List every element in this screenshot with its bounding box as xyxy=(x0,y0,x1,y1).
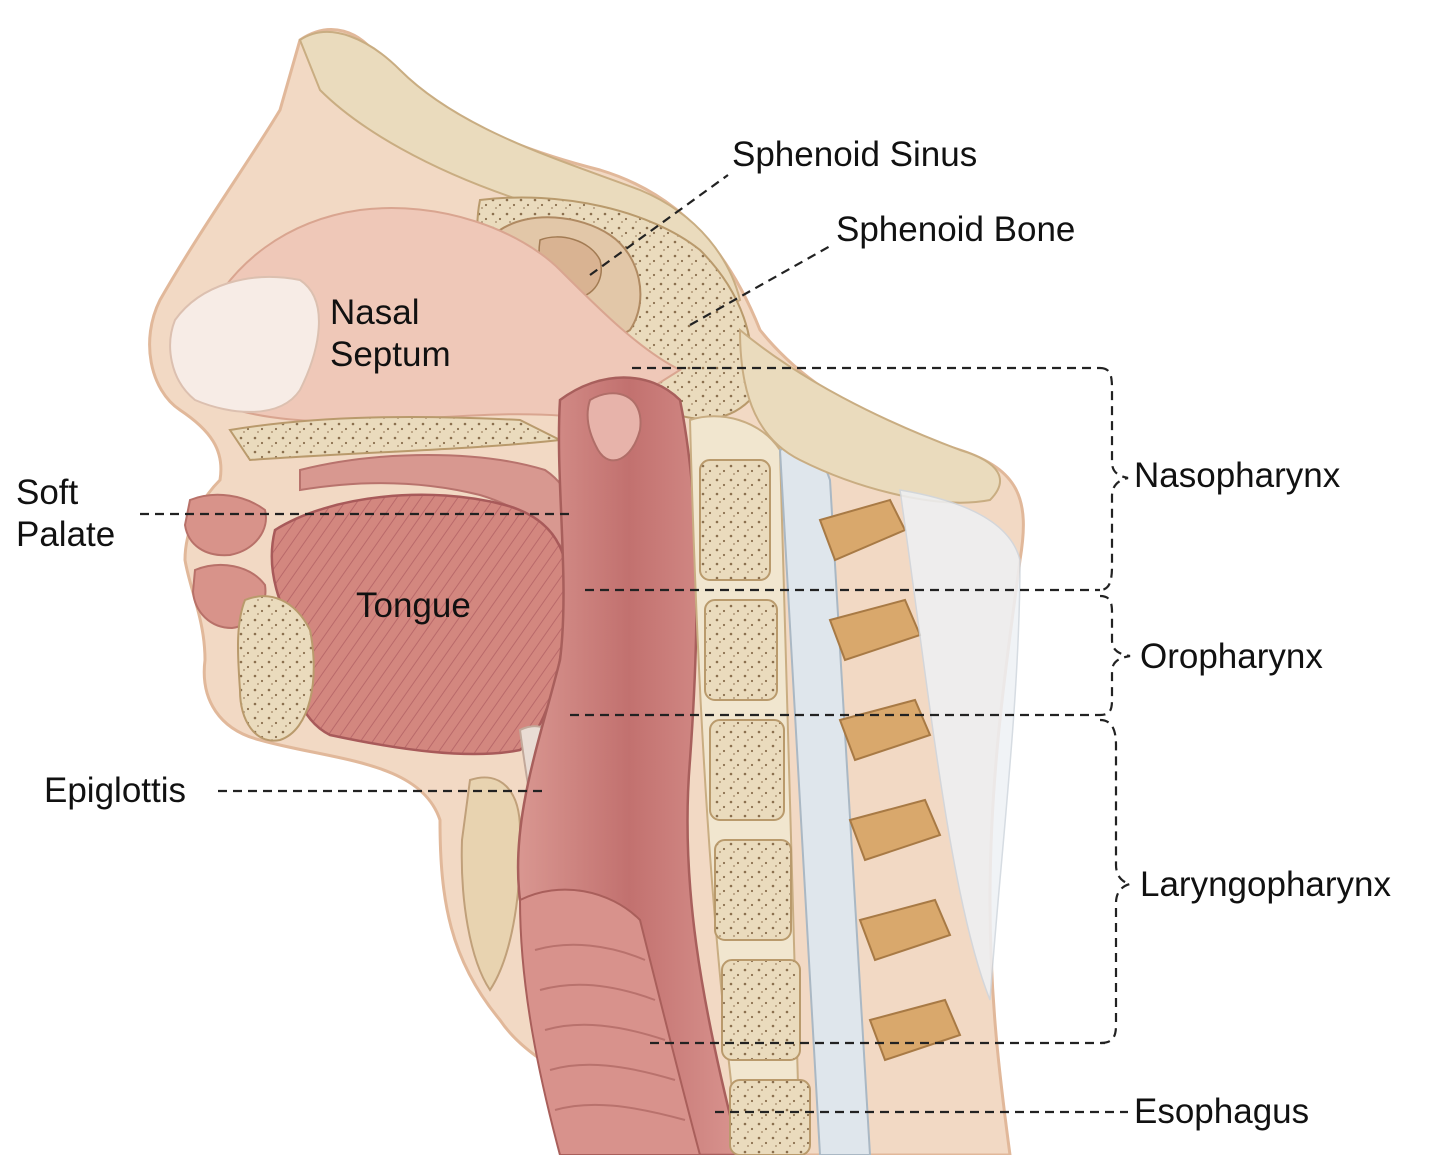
label-laryngopharynx: Laryngopharynx xyxy=(1140,865,1391,904)
occipital-bone xyxy=(738,327,1001,504)
label-nasopharynx: Nasopharynx xyxy=(1134,456,1341,495)
brace-laryngopharynx xyxy=(1099,718,1131,1045)
mandible xyxy=(237,595,315,742)
nasal-cartilage xyxy=(169,276,320,413)
cervical-vertebrae xyxy=(688,415,811,1155)
label-oropharynx: Oropharynx xyxy=(1140,637,1323,676)
upper-lip xyxy=(183,493,267,557)
label-nasal-septum-line2: Septum xyxy=(330,335,451,374)
label-tongue: Tongue xyxy=(356,586,471,625)
brace-nasopharynx xyxy=(1099,366,1129,592)
esophagus-rings xyxy=(534,943,686,1121)
label-soft-palate: Soft Palate xyxy=(16,472,115,556)
leader-sphenoid-sinus xyxy=(589,174,729,276)
adenoid-fold xyxy=(586,392,642,462)
brace-oropharynx xyxy=(1099,594,1131,717)
label-soft-palate-line1: Soft xyxy=(16,473,79,512)
label-epiglottis: Epiglottis xyxy=(44,771,187,810)
label-soft-palate-line2: Palate xyxy=(16,515,116,554)
label-sphenoid-bone: Sphenoid Bone xyxy=(836,210,1076,249)
region-braces xyxy=(1099,366,1131,1045)
label-esophagus: Esophagus xyxy=(1134,1092,1310,1131)
label-sphenoid-sinus: Sphenoid Sinus xyxy=(732,135,978,174)
label-nasal-septum-line1: Nasal xyxy=(330,293,420,332)
nuchal-ligament xyxy=(899,489,1021,1001)
esophagus-shape xyxy=(518,888,702,1155)
label-nasal-septum: Nasal Septum xyxy=(330,292,451,376)
leader-lines xyxy=(140,174,1128,1114)
leader-sphenoid-bone xyxy=(689,244,833,326)
laryngeal-cartilage xyxy=(460,776,522,992)
